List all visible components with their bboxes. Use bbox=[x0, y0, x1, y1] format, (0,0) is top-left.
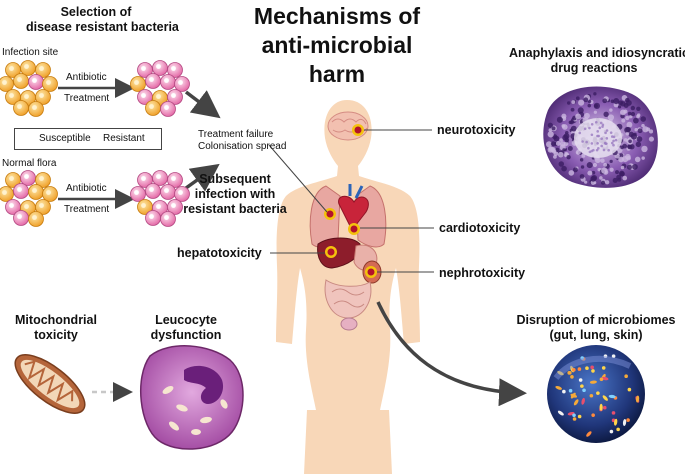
antibiotic-label-2: Antibiotic bbox=[66, 183, 107, 194]
subsequent-line-2: infection with bbox=[180, 187, 290, 202]
selection-heading: Selection of disease resistant bacteria bbox=[26, 5, 166, 35]
page-title: Mechanisms of anti-microbial harm bbox=[232, 2, 442, 89]
subsequent-infection-label: Subsequent infection with resistant bact… bbox=[180, 172, 290, 217]
mast-cell-image bbox=[543, 87, 658, 188]
mitochondrion-image bbox=[6, 345, 93, 424]
microbiome-heading: Disruption of microbiomes (gut, lung, sk… bbox=[512, 313, 680, 343]
mito-heading: Mitochondrial toxicity bbox=[4, 313, 108, 343]
infection-site-cluster bbox=[0, 61, 58, 117]
leucocyte-image bbox=[141, 346, 243, 449]
kidney-marker bbox=[365, 266, 377, 278]
mito-line-1: Mitochondrial bbox=[4, 313, 108, 328]
nephrotoxicity-label: nephrotoxicity bbox=[439, 266, 525, 280]
neurotoxicity-label: neurotoxicity bbox=[437, 123, 516, 137]
treatment-failure-label: Treatment failure bbox=[198, 129, 273, 140]
treatment-label-2: Treatment bbox=[64, 204, 109, 215]
anaphylaxis-line-2: drug reactions bbox=[509, 61, 679, 76]
selection-heading-line-1: Selection of bbox=[26, 5, 166, 20]
arrow-to-treatment-failure bbox=[186, 92, 215, 114]
infection-site-treated-cluster bbox=[131, 61, 190, 117]
microbiome-image bbox=[547, 345, 645, 443]
liver-marker bbox=[325, 246, 337, 258]
cardiotoxicity-label: cardiotoxicity bbox=[439, 221, 520, 235]
anaphylaxis-heading: Anaphylaxis and idiosyncratic drug react… bbox=[509, 46, 679, 76]
normal-flora-label: Normal flora bbox=[2, 158, 56, 169]
leuco-heading: Leucocyte dysfunction bbox=[146, 313, 226, 343]
title-line-2: anti-microbial harm bbox=[232, 31, 442, 89]
colonisation-label: Colonisation spread bbox=[198, 141, 286, 152]
hepatotoxicity-label: hepatotoxicity bbox=[177, 246, 262, 260]
subsequent-line-1: Subsequent bbox=[180, 172, 290, 187]
lung-marker bbox=[324, 208, 336, 220]
leuco-line-1: Leucocyte bbox=[146, 313, 226, 328]
mito-line-2: toxicity bbox=[4, 328, 108, 343]
antibiotic-label-1: Antibiotic bbox=[66, 72, 107, 83]
human-body bbox=[276, 100, 420, 474]
subsequent-line-3: resistant bacteria bbox=[180, 202, 290, 217]
normal-flora-cluster bbox=[0, 171, 58, 227]
microbiome-line-1: Disruption of microbiomes bbox=[512, 313, 680, 328]
treatment-label-1: Treatment bbox=[64, 93, 109, 104]
leuco-line-2: dysfunction bbox=[146, 328, 226, 343]
brain-marker bbox=[352, 124, 364, 136]
selection-heading-line-2: disease resistant bacteria bbox=[26, 20, 166, 35]
legend-susceptible-label: Susceptible bbox=[39, 133, 91, 144]
anaphylaxis-line-1: Anaphylaxis and idiosyncratic bbox=[509, 46, 679, 61]
microbiome-arrow bbox=[378, 302, 520, 393]
title-line-1: Mechanisms of bbox=[232, 2, 442, 31]
heart-marker bbox=[348, 223, 360, 235]
infection-site-label: Infection site bbox=[2, 47, 58, 58]
legend-resistant-label: Resistant bbox=[103, 133, 145, 144]
microbiome-line-2: (gut, lung, skin) bbox=[512, 328, 680, 343]
